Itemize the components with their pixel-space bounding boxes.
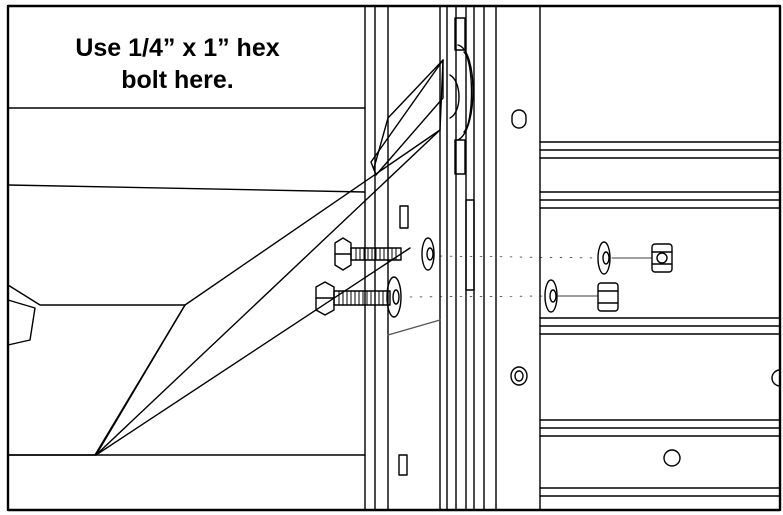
diagram-border bbox=[6, 4, 782, 512]
hex-bolt-icon bbox=[334, 237, 402, 271]
hex-nut-icon bbox=[597, 282, 619, 312]
hex-bolt-icon bbox=[315, 281, 391, 316]
vertical-post bbox=[364, 5, 541, 511]
top-bracket bbox=[449, 17, 474, 175]
bolt-instruction-callout: Use 1/4” x 1” hex bolt here. bbox=[40, 32, 315, 96]
slot-hole-icon bbox=[465, 109, 781, 467]
flat-washer-icon bbox=[386, 276, 558, 318]
angled-brace bbox=[7, 59, 444, 456]
right-rails bbox=[539, 141, 781, 497]
flat-washer-icon bbox=[421, 237, 611, 275]
callout-line-2: bolt here. bbox=[121, 66, 234, 94]
hex-nut-icon bbox=[651, 243, 673, 273]
callout-line-1: Use 1/4” x 1” hex bbox=[75, 34, 280, 62]
left-panel bbox=[7, 107, 366, 456]
